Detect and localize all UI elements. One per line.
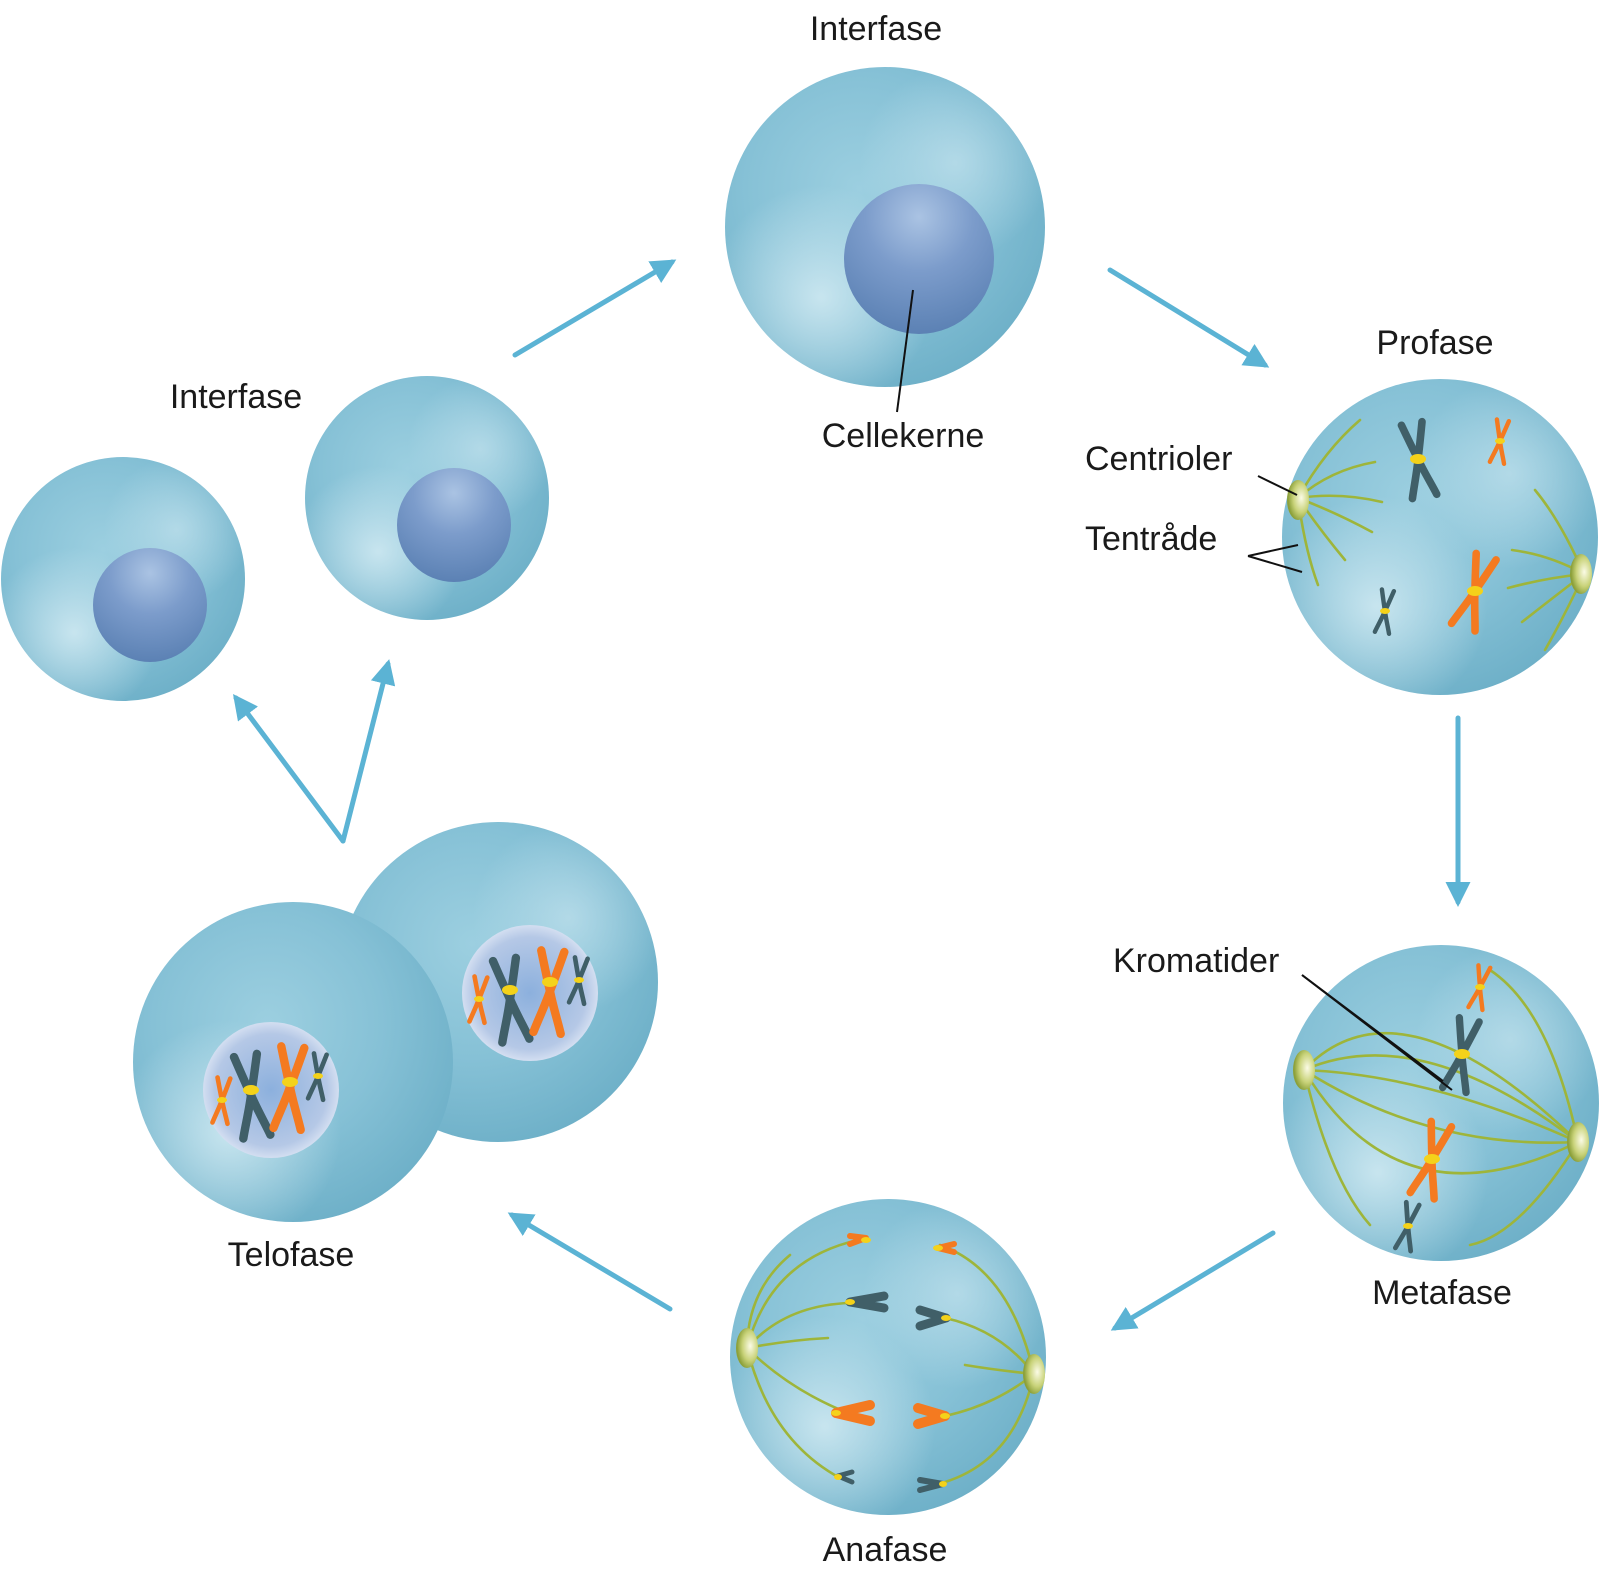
anafase-cell xyxy=(730,1199,1046,1515)
arrow-to-interfase xyxy=(512,259,677,358)
centromere xyxy=(1467,586,1483,596)
label-interfase-left: Interfase xyxy=(170,378,302,416)
centriole-left xyxy=(1287,480,1309,520)
label-anafase: Anafase xyxy=(823,1531,948,1569)
arrow-to-telofase xyxy=(507,1212,673,1312)
arrow-to-daughter-left xyxy=(233,693,346,844)
label-telofase: Telofase xyxy=(228,1236,355,1274)
metafase-cell xyxy=(1283,945,1599,1261)
label-cellekerne: Cellekerne xyxy=(822,417,985,455)
telofase-nucleus-upper xyxy=(462,925,598,1061)
chromatid-group xyxy=(831,1233,957,1493)
centromere xyxy=(1495,438,1505,444)
nucleus xyxy=(397,468,511,582)
cycle-arrows xyxy=(233,259,1471,1331)
centromere xyxy=(1403,1223,1413,1229)
label-profase: Profase xyxy=(1376,324,1493,362)
centriole-left xyxy=(736,1328,758,1368)
telofase-nucleus-lower xyxy=(203,1022,339,1158)
arrow-to-anafase xyxy=(1110,1230,1276,1331)
centriole-left xyxy=(1293,1050,1315,1090)
interfase-cell-top xyxy=(725,67,1045,413)
nucleus xyxy=(844,184,994,334)
arrow-to-profase xyxy=(1107,267,1270,368)
centromere xyxy=(1424,1154,1440,1164)
centromere xyxy=(1475,984,1485,990)
centriole-right xyxy=(1567,1122,1589,1162)
centriole-right xyxy=(1023,1354,1045,1394)
centromere xyxy=(1410,454,1426,464)
interfase-cell-left-2 xyxy=(305,376,549,620)
label-tentrade: Tentråde xyxy=(1085,520,1217,558)
centromere xyxy=(1380,608,1390,614)
label-centrioler: Centrioler xyxy=(1085,440,1232,478)
arrow-to-daughter-right xyxy=(340,659,396,844)
nucleus xyxy=(93,548,207,662)
label-interfase-top: Interfase xyxy=(810,10,942,48)
profase-cell xyxy=(1247,379,1598,695)
telofase-cell xyxy=(133,822,658,1222)
centriole-right xyxy=(1570,554,1592,594)
centromere xyxy=(1454,1049,1470,1059)
interfase-cell-left-1 xyxy=(1,457,245,701)
label-metafase: Metafase xyxy=(1372,1274,1512,1312)
label-kromatider: Kromatider xyxy=(1113,942,1279,980)
spindle-fibers xyxy=(1302,968,1580,1247)
